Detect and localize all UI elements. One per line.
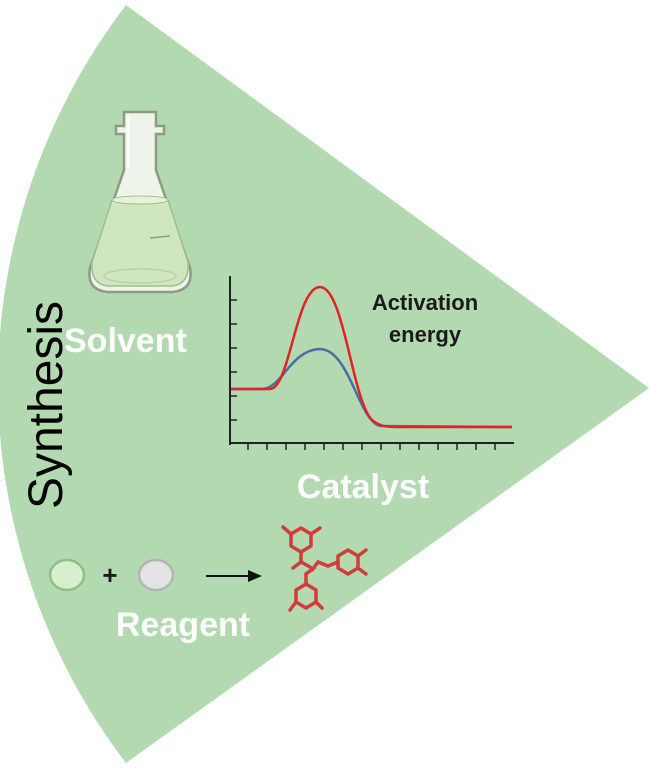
activation-energy-label-line1: Activation bbox=[372, 290, 478, 315]
activation-energy-plot bbox=[229, 276, 514, 450]
erlenmeyer-flask-icon bbox=[88, 110, 192, 294]
catalyst-label: Catalyst bbox=[297, 468, 429, 506]
reagent-b-circle bbox=[137, 558, 175, 592]
uncatalyzed-curve bbox=[231, 285, 512, 429]
plot-x-ticks bbox=[247, 443, 496, 450]
plus-sign: + bbox=[102, 560, 117, 590]
plot-y-ticks bbox=[230, 299, 237, 421]
solvent-label: Solvent bbox=[64, 322, 187, 360]
sector-background bbox=[0, 5, 649, 763]
diagram-title: Synthesis bbox=[20, 301, 73, 509]
product-molecule-icon bbox=[281, 525, 368, 612]
reagent-a-circle bbox=[48, 558, 86, 592]
activation-energy-label-line2: energy bbox=[389, 322, 462, 347]
reaction-arrow-icon bbox=[206, 570, 262, 582]
reagent-label: Reagent bbox=[116, 606, 250, 644]
